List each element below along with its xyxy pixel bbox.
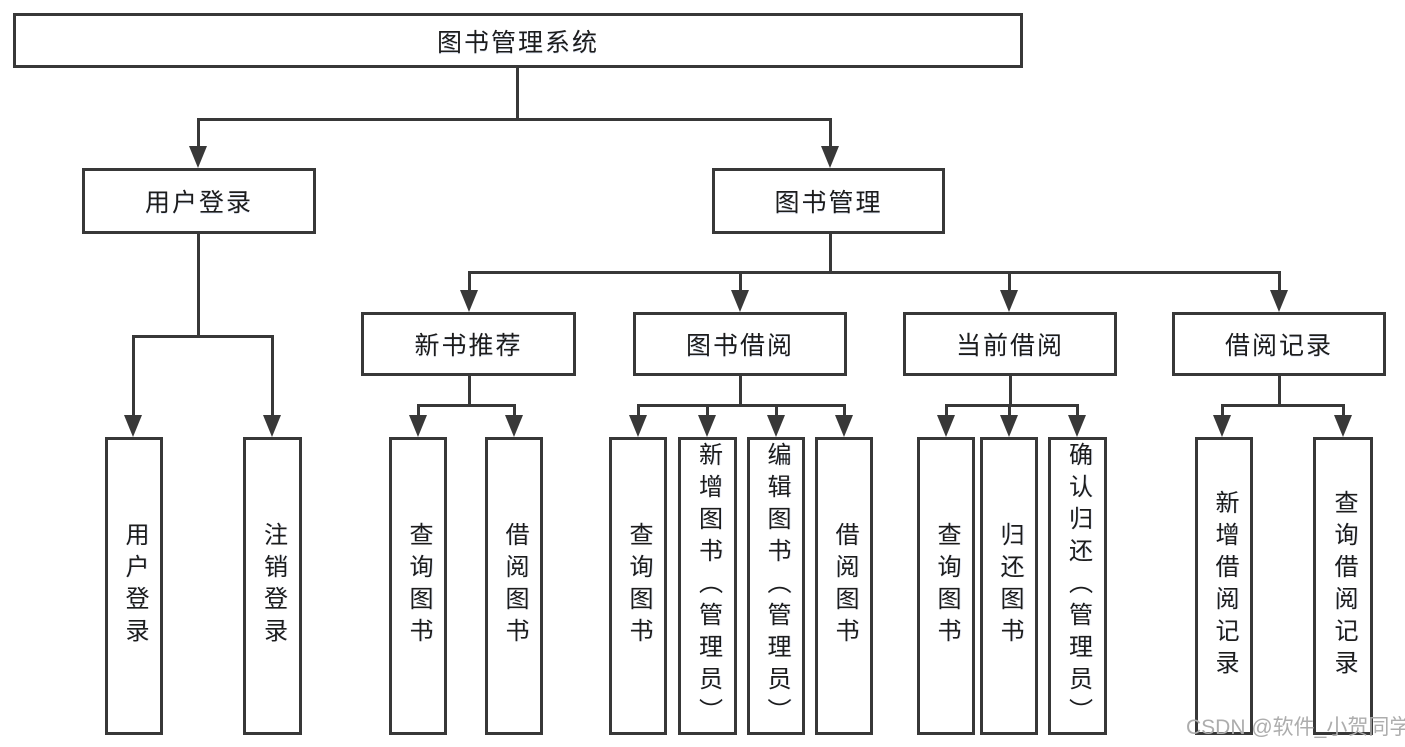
leaf-query-book-3-label: 查询图书 bbox=[933, 522, 960, 650]
connector-line bbox=[1342, 404, 1345, 416]
node-user-login-label: 用户登录 bbox=[144, 189, 253, 217]
leaf-add-book-admin-label: 新增图书（管理员） bbox=[694, 442, 722, 730]
arrow-down-icon bbox=[731, 290, 749, 312]
arrow-down-icon bbox=[1000, 415, 1018, 437]
arrow-down-icon bbox=[124, 415, 142, 437]
leaf-add-book-admin: 新增图书（管理员） bbox=[678, 437, 737, 735]
arrow-down-icon bbox=[767, 415, 785, 437]
connector-line bbox=[739, 375, 742, 406]
connector-line bbox=[1076, 404, 1079, 416]
leaf-return-book: 归还图书 bbox=[980, 437, 1038, 735]
connector-line bbox=[516, 67, 519, 119]
connector-line bbox=[775, 404, 778, 416]
arrow-down-icon bbox=[835, 415, 853, 437]
leaf-query-book-1-label: 查询图书 bbox=[405, 522, 432, 650]
leaf-query-book-2-label: 查询图书 bbox=[625, 522, 652, 650]
leaf-borrow-book-2-label: 借阅图书 bbox=[831, 522, 858, 650]
arrow-down-icon bbox=[1334, 415, 1352, 437]
arrow-down-icon bbox=[937, 415, 955, 437]
connector-line bbox=[468, 271, 1281, 274]
node-new-book-recommend-label: 新书推荐 bbox=[414, 332, 523, 360]
leaf-logout-label: 注销登录 bbox=[259, 522, 287, 650]
node-book-management: 图书管理 bbox=[712, 168, 945, 234]
node-current-borrow-label: 当前借阅 bbox=[955, 332, 1064, 360]
leaf-confirm-return-admin-label: 确认归还（管理员） bbox=[1064, 442, 1092, 730]
arrow-down-icon bbox=[460, 290, 478, 312]
connector-line bbox=[417, 404, 516, 407]
arrow-down-icon bbox=[1068, 415, 1086, 437]
connector-line bbox=[197, 233, 200, 337]
arrow-down-icon bbox=[505, 415, 523, 437]
leaf-query-borrow-record: 查询借阅记录 bbox=[1313, 437, 1373, 735]
node-root: 图书管理系统 bbox=[13, 13, 1023, 68]
arrow-down-icon bbox=[263, 415, 281, 437]
arrow-down-icon bbox=[1000, 290, 1018, 312]
connector-line bbox=[706, 404, 709, 416]
leaf-edit-book-admin-label: 编辑图书（管理员） bbox=[763, 442, 790, 730]
connector-line bbox=[829, 233, 832, 273]
leaf-confirm-return-admin: 确认归还（管理员） bbox=[1048, 437, 1107, 735]
connector-line bbox=[417, 404, 420, 416]
node-new-book-recommend: 新书推荐 bbox=[361, 312, 576, 376]
connector-line bbox=[513, 404, 516, 416]
arrow-down-icon bbox=[698, 415, 716, 437]
leaf-add-borrow-record: 新增借阅记录 bbox=[1195, 437, 1253, 735]
node-book-management-label: 图书管理 bbox=[774, 189, 883, 217]
connector-line bbox=[271, 335, 274, 417]
connector-line bbox=[843, 404, 846, 416]
leaf-query-borrow-record-label: 查询借阅记录 bbox=[1330, 490, 1357, 682]
node-book-borrow: 图书借阅 bbox=[633, 312, 847, 376]
node-borrow-records: 借阅记录 bbox=[1172, 312, 1386, 376]
connector-line bbox=[637, 404, 640, 416]
connector-line bbox=[1008, 271, 1011, 292]
connector-line bbox=[739, 271, 742, 292]
connector-line bbox=[468, 271, 471, 292]
node-borrow-records-label: 借阅记录 bbox=[1224, 332, 1333, 360]
leaf-return-book-label: 归还图书 bbox=[996, 522, 1023, 650]
leaf-query-book-2: 查询图书 bbox=[609, 437, 667, 735]
arrow-down-icon bbox=[409, 415, 427, 437]
leaf-user-login-label: 用户登录 bbox=[121, 522, 148, 650]
connector-line bbox=[1278, 271, 1281, 292]
connector-line bbox=[829, 118, 832, 148]
leaf-user-login: 用户登录 bbox=[105, 437, 163, 735]
arrow-down-icon bbox=[1213, 415, 1231, 437]
connector-line bbox=[637, 404, 845, 407]
arrow-down-icon bbox=[189, 146, 207, 168]
connector-line bbox=[197, 118, 200, 148]
connector-line bbox=[945, 404, 948, 416]
connector-line bbox=[1008, 404, 1011, 416]
leaf-borrow-book-1-label: 借阅图书 bbox=[501, 522, 528, 650]
connector-line bbox=[945, 404, 1079, 407]
node-current-borrow: 当前借阅 bbox=[903, 312, 1117, 376]
connector-line bbox=[197, 118, 832, 121]
connector-line bbox=[132, 335, 135, 417]
connector-line bbox=[1221, 404, 1224, 416]
arrow-down-icon bbox=[1270, 290, 1288, 312]
leaf-borrow-book-1: 借阅图书 bbox=[485, 437, 543, 735]
leaf-add-borrow-record-label: 新增借阅记录 bbox=[1211, 490, 1238, 682]
connector-line bbox=[1278, 375, 1281, 406]
connector-line bbox=[1009, 375, 1012, 406]
connector-line bbox=[1221, 404, 1345, 407]
watermark: CSDN @软件_小贺同学 bbox=[1186, 716, 1405, 739]
node-root-label: 图书管理系统 bbox=[436, 28, 599, 57]
leaf-edit-book-admin: 编辑图书（管理员） bbox=[747, 437, 805, 735]
leaf-logout: 注销登录 bbox=[243, 437, 302, 735]
connector-line bbox=[468, 375, 471, 406]
arrow-down-icon bbox=[629, 415, 647, 437]
leaf-query-book-3: 查询图书 bbox=[917, 437, 975, 735]
leaf-borrow-book-2: 借阅图书 bbox=[815, 437, 873, 735]
leaf-query-book-1: 查询图书 bbox=[389, 437, 447, 735]
node-book-borrow-label: 图书借阅 bbox=[685, 332, 794, 360]
connector-line bbox=[132, 335, 274, 338]
arrow-down-icon bbox=[821, 146, 839, 168]
node-user-login: 用户登录 bbox=[82, 168, 316, 234]
